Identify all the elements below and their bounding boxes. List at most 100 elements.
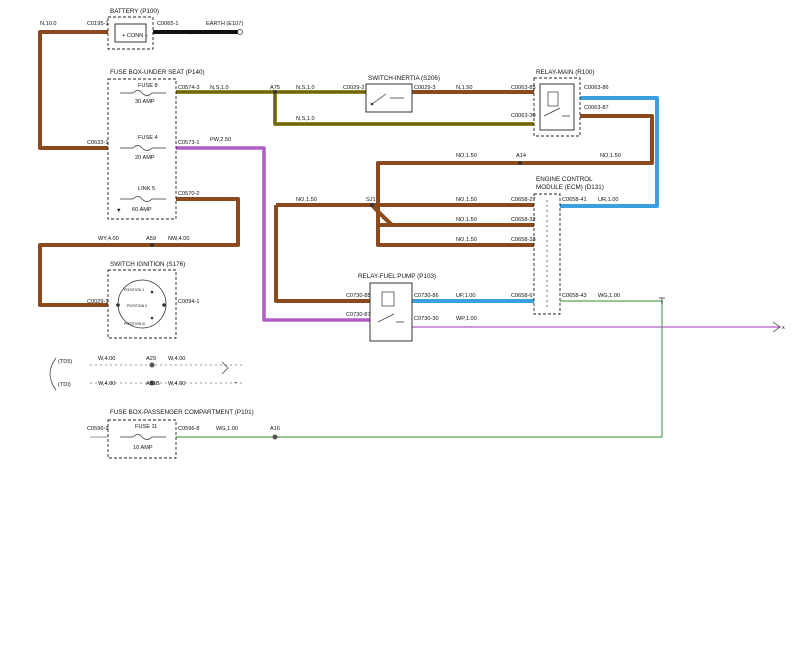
wire-link5-out — [38, 197, 240, 307]
wire-label-td5-a: W,4.00 — [98, 356, 115, 362]
conn-c0658-41: C0658-41 — [562, 197, 587, 203]
variant-labels: (TD5) (TDI) − — [49, 357, 237, 391]
splice-a16 — [272, 434, 278, 440]
conn-c0730-30: C0730-30 — [414, 316, 439, 322]
wire-label-fuse8-branch: N,S,1.0 — [296, 116, 315, 122]
conn-c0730-86: C0730-86 — [414, 293, 439, 299]
fuse-box-passenger-title: FUSE BOX-PASSENGER COMPARTMENT (P101) — [110, 409, 254, 416]
splice-label-a75: A75 — [270, 85, 280, 91]
conn-c0094-1: C0094-1 — [178, 299, 199, 305]
variant-td5: (TD5) — [58, 359, 72, 365]
relay-fuel-pump-title: RELAY-FUEL PUMP (P103) — [358, 273, 436, 280]
fuse-box-under-seat: FUSE BOX-UNDER SEAT (P140) FUSE 8 30 AMP… — [107, 69, 205, 220]
splice-a59 — [150, 243, 154, 247]
conn-c0063-85: C0063-85 — [511, 85, 536, 91]
wire-label-earth: B,40.0 — [186, 30, 202, 36]
splices — [149, 90, 522, 440]
conn-c0029-3: C0029-3 — [414, 85, 435, 91]
wire-label-ign-feed-b: NW,4.00 — [168, 236, 189, 242]
wire-ecm-43 — [176, 300, 663, 438]
conn-c0596-8: C0596-8 — [178, 426, 199, 432]
conn-c0573-1: C0573-1 — [178, 140, 199, 146]
fuse-11-rating: 10 AMP — [133, 445, 153, 451]
conn-c0658-43: C0658-43 — [562, 293, 587, 299]
wire-relay-main-86 — [560, 96, 659, 208]
earth-label: EARTH (E107) — [206, 21, 243, 27]
conn-c0658-33: C0658-33 — [511, 237, 536, 243]
wire-label-relay-main-86: UR,1.00 — [598, 197, 619, 203]
fuse-box-passenger: FUSE BOX-PASSENGER COMPARTMENT (P101) FU… — [107, 409, 254, 459]
connector-labels: C0195-1 C0065-1 C0574-3 C0633-1 C0573-1 … — [87, 21, 609, 432]
conn-c0195-1: C0195-1 — [87, 21, 108, 27]
wire-label-fuse11-out: WG,1.00 — [216, 426, 238, 432]
conn-c0065-1: C0065-1 — [157, 21, 178, 27]
fuse-11-label: FUSE 11 — [135, 424, 157, 430]
link-5-label: LINK 5 — [138, 186, 155, 192]
wire-battery-feed — [38, 30, 108, 150]
wire-label-inertia-in: N,S,1.0 — [296, 85, 315, 91]
wire-fuse4-out — [176, 146, 370, 322]
ign-pos-1: POSITION 1 — [124, 288, 144, 292]
ecm: ENGINE CONTROL MODULE (ECM) (D131) — [533, 176, 604, 315]
fuse-4-label: FUSE 4 — [138, 135, 158, 141]
switch-inertia-title: SWITCH-INERTIA (S206) — [368, 75, 440, 82]
wire-label-tdi-b: W,4.00 — [168, 381, 185, 387]
wire-labels: N,10.0 B,40.0 EARTH (E107) N,S,1.0 A75 N… — [40, 21, 621, 432]
wire-label-ecm-bus-a: NO,1.50 — [456, 153, 477, 159]
wire-label-inertia-out: N,1.50 — [456, 85, 472, 91]
splice-a14 — [518, 161, 522, 165]
splice-sj1 — [370, 203, 374, 207]
switch-ignition-title: SWITCH IGNITION (S176) — [110, 261, 185, 268]
offpage-marker: x — [782, 325, 785, 331]
wire-label-fuse8-out: N,S,1.0 — [210, 85, 229, 91]
wire-label-pump-86: UP,1.00 — [456, 293, 476, 299]
ecm-title-line2: MODULE (ECM) (D131) — [536, 184, 604, 191]
conn-c0658-6: C0658-6 — [511, 293, 532, 299]
ign-pos-2: POSITION II — [127, 304, 147, 308]
conn-c0029-2: C0029-2 — [343, 85, 364, 91]
conn-c0730-85: C0730-85 — [346, 293, 371, 299]
battery-terminals: + CONN − — [122, 33, 148, 39]
wire-label-ign-feed: WY,4.00 — [98, 236, 119, 242]
conn-c0574-3: C0574-3 — [178, 85, 199, 91]
splice-label-a29: A29 — [146, 356, 156, 362]
wire-relay-main-87 — [376, 114, 654, 247]
svg-text:▼: ▼ — [116, 208, 122, 214]
ecm-title-line1: ENGINE CONTROL — [536, 176, 593, 183]
splice-label-a51b: A51B — [146, 381, 160, 387]
wires — [38, 30, 780, 438]
wire-label-ecm-43: WG,1.00 — [598, 293, 620, 299]
wire-label-td5-b: W,4.00 — [168, 356, 185, 362]
wire-label-tdi-a: W,4.00 — [98, 381, 115, 387]
wire-label-ecm-bus-b: NO,1.50 — [600, 153, 621, 159]
splice-a75 — [273, 90, 277, 94]
fuse-8-rating: 30 AMP — [135, 99, 155, 105]
conn-c0596-9: C0596-9 — [87, 426, 108, 432]
battery: + CONN − BATTERY (P100) — [107, 8, 243, 50]
splice-label-a16: A16 — [270, 426, 280, 432]
wire-label-ecm-27: NO,1.50 — [456, 197, 477, 203]
splice-label-a14: A14 — [516, 153, 526, 159]
wire-label-relay-pump-feed: NO,1.50 — [296, 197, 317, 203]
wire-label-fuse4-out: PW,2.50 — [210, 137, 231, 143]
fuse-8-label: FUSE 8 — [138, 83, 158, 89]
conn-c0063-30: C0063-30 — [511, 113, 536, 119]
fuse-box-under-seat-title: FUSE BOX-UNDER SEAT (P140) — [110, 69, 205, 76]
conn-c0658-32: C0658-32 — [511, 217, 536, 223]
relay-main-title: RELAY-MAIN (R100) — [536, 69, 594, 76]
svg-text:−: − — [234, 380, 237, 386]
wire-label-ecm-32: NO,1.50 — [456, 217, 477, 223]
ign-pos-3: POSITION III — [124, 322, 145, 326]
splice-a51b — [149, 380, 155, 386]
conn-c0063-87: C0063-87 — [584, 105, 609, 111]
relay-main: RELAY-MAIN (R100) — [533, 69, 594, 137]
conn-c0570-2: C0570-2 — [178, 191, 199, 197]
wire-label-ecm-33: NO,1.50 — [456, 237, 477, 243]
conn-c0063-86: C0063-86 — [584, 85, 609, 91]
conn-c0658-27: C0658-27 — [511, 197, 536, 203]
switch-inertia: SWITCH-INERTIA (S206) — [365, 75, 440, 113]
conn-c0029-1: C0029-1 — [87, 299, 108, 305]
conn-c0730-87: C0730-87 — [346, 312, 371, 318]
